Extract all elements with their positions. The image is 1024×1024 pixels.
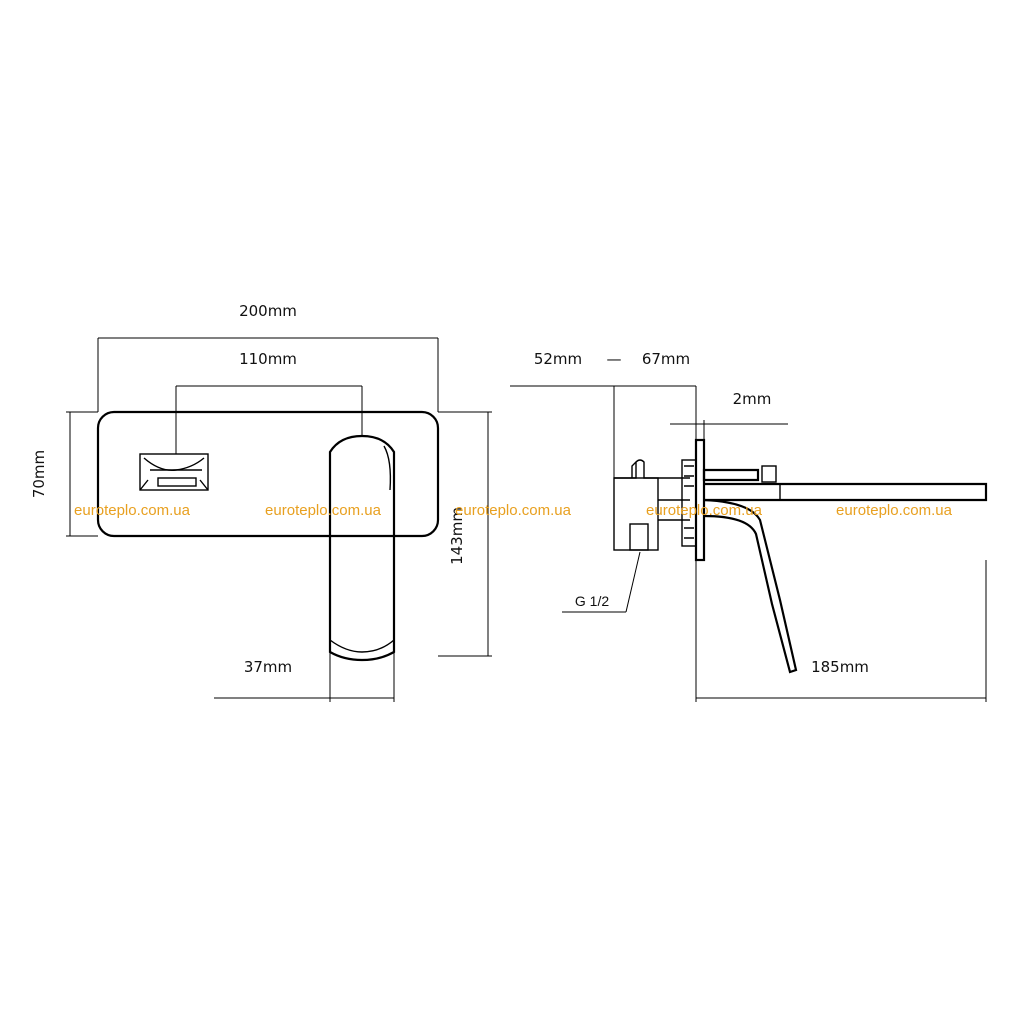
side-view: 52mm — 67mm 2mm 185mm G 1/2 bbox=[510, 350, 988, 702]
dim-label-70: 70mm bbox=[30, 450, 48, 498]
front-view: 200mm 110mm 70mm 143mm 37mm bbox=[30, 302, 492, 702]
dim-lever-spacing: 110mm bbox=[175, 350, 363, 454]
watermark-1: euroteplo.com.ua bbox=[74, 502, 191, 519]
watermark-2: euroteplo.com.ua bbox=[265, 502, 382, 519]
front-spout-outlet bbox=[139, 453, 209, 491]
watermark-3: euroteplo.com.ua bbox=[455, 502, 572, 519]
side-wall-plate bbox=[694, 438, 706, 562]
dim-plate-height: 70mm bbox=[30, 411, 98, 537]
side-concealed-body bbox=[613, 459, 690, 551]
dim-overall-height: 143mm bbox=[438, 411, 492, 657]
side-spout bbox=[702, 465, 988, 502]
dim-plate-thickness: 2mm bbox=[670, 390, 788, 440]
watermark-row: euroteplo.com.ua euroteplo.com.ua eurote… bbox=[74, 502, 953, 519]
thread-callout: G 1/2 bbox=[562, 551, 641, 613]
side-handle-lever bbox=[703, 498, 798, 674]
dim-label-37: 37mm bbox=[244, 658, 292, 676]
dim-label-143: 143mm bbox=[448, 507, 466, 565]
watermark-4: euroteplo.com.ua bbox=[646, 502, 763, 519]
dim-label-2: 2mm bbox=[733, 390, 772, 408]
dim-width-total: 200mm bbox=[97, 302, 439, 412]
dim-label-110: 110mm bbox=[239, 350, 297, 368]
thread-label: G 1/2 bbox=[575, 593, 609, 609]
dim-label-200: 200mm bbox=[239, 302, 297, 320]
dim-handle-width: 37mm bbox=[214, 652, 395, 702]
front-wall-plate bbox=[96, 410, 440, 538]
dim-label-sep: — bbox=[607, 350, 622, 368]
dim-label-52: 52mm bbox=[534, 350, 582, 368]
dim-label-185: 185mm bbox=[811, 658, 869, 676]
dim-spout-length: 185mm bbox=[695, 560, 987, 702]
dim-depth-range: 52mm — 67mm bbox=[510, 350, 697, 478]
front-handle-lever bbox=[328, 434, 396, 662]
dim-label-67: 67mm bbox=[642, 350, 690, 368]
watermark-5: euroteplo.com.ua bbox=[836, 502, 953, 519]
